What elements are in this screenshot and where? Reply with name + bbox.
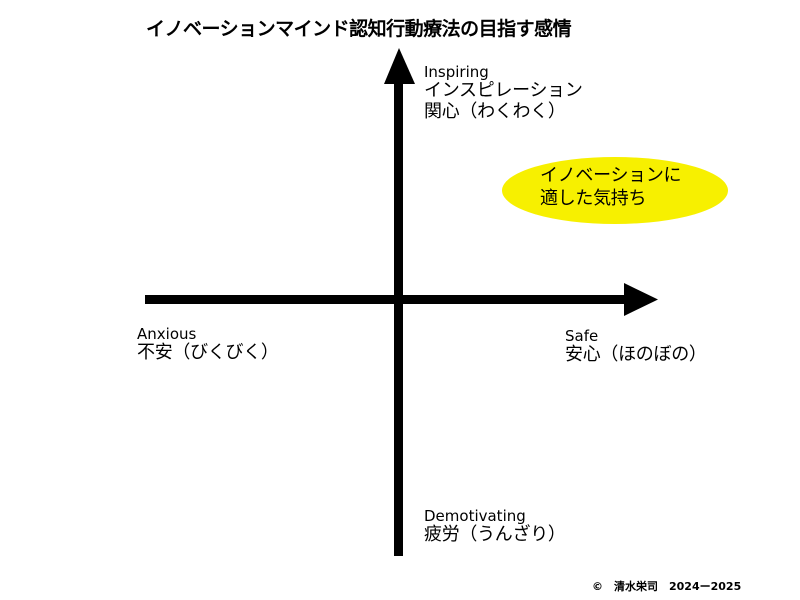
label-right-jp: 安心（ほのぼの） <box>565 344 707 366</box>
copyright-notice: © 清水栄司 2024ー2025 <box>592 580 742 593</box>
label-top-jp1: インスピレーション <box>424 80 583 102</box>
label-bottom-en: Demotivating <box>424 507 526 525</box>
diagram-title: イノベーションマインド認知行動療法の目指す感情 <box>146 18 572 40</box>
label-left: Anxious 不安（びくびく） <box>137 325 279 364</box>
label-top: Inspiring インスピレーション 関心（わくわく） <box>424 63 583 123</box>
highlight-line-2: 適した気持ち <box>540 188 647 210</box>
label-top-en: Inspiring <box>424 63 489 81</box>
label-right-en: Safe <box>565 327 599 345</box>
label-right: Safe 安心（ほのぼの） <box>565 327 707 366</box>
highlight-ellipse <box>502 157 728 224</box>
label-top-jp2: 関心（わくわく） <box>424 100 566 122</box>
label-bottom: Demotivating 疲労（うんざり） <box>424 507 566 546</box>
highlight-text: イノベーションに 適した気持ち <box>540 164 682 211</box>
highlight-line-1: イノベーションに <box>540 165 682 186</box>
right-arrow-head-icon <box>624 283 658 316</box>
label-bottom-jp: 疲労（うんざり） <box>424 524 566 546</box>
label-left-en: Anxious <box>137 325 197 343</box>
vertical-axis <box>394 80 403 556</box>
up-arrow-head-icon <box>384 48 415 84</box>
horizontal-axis <box>145 295 627 304</box>
label-left-jp: 不安（びくびく） <box>137 342 279 364</box>
